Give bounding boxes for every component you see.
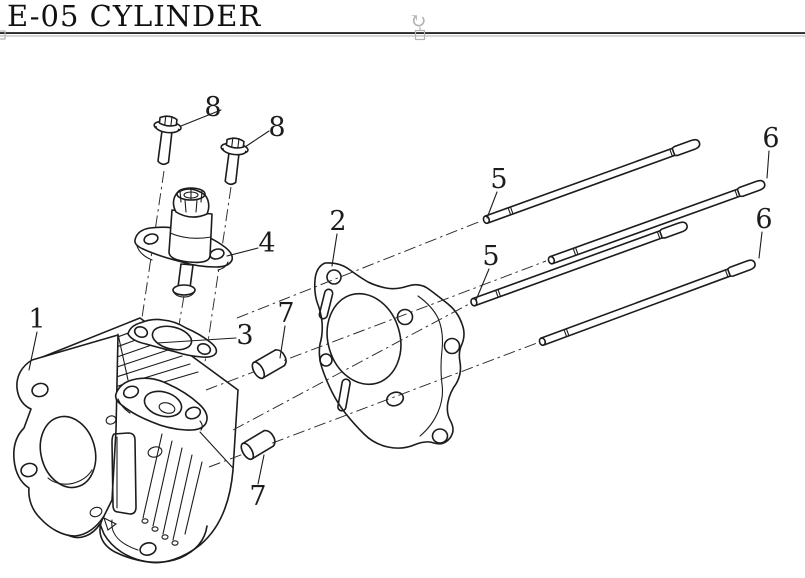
callout-7b: 7: [249, 481, 266, 512]
gasket3-hole-right: [196, 343, 212, 355]
face-hole-bottom-left: [20, 462, 38, 478]
tensioner-body: [168, 209, 213, 264]
gasket-outline: [313, 262, 465, 449]
title-rule-black: [0, 32, 805, 34]
flange-bolt-right: [220, 137, 249, 186]
title-rule-gray: [0, 35, 805, 37]
stud-bottom-left: [470, 220, 689, 307]
cylinder-front-face: [13, 334, 119, 537]
page-title: E-05 CYLINDER: [7, 0, 261, 33]
cylinder-head-gasket: [313, 262, 465, 449]
pin-end-face: [251, 361, 266, 380]
bolt-washer-edge: [222, 147, 247, 156]
tensioner-stem: [172, 263, 196, 298]
callout-6b: 6: [755, 204, 772, 235]
handle-square-left-icon: [0, 30, 6, 40]
gasket-hole-bottom-right: [431, 428, 449, 444]
bolt-shank: [224, 151, 240, 186]
gasket-hole-mid-left: [319, 353, 333, 367]
tensioner-crown: [172, 187, 210, 218]
tensioner-flange-hole-left: [143, 233, 159, 245]
gasket-hole-right: [443, 337, 461, 355]
boss-hole-left: [122, 385, 140, 399]
tensioner-gasket: [127, 318, 218, 358]
bolt-hex-head: [225, 137, 245, 149]
callout-numbers: 1 2 3 4 5 5 6 6 7 7 8 8: [28, 92, 779, 512]
dowel-pin-upper: [251, 349, 287, 380]
rotate-icon: ↻: [409, 9, 427, 33]
bore-inner-edge: [47, 469, 93, 485]
deck-edge: [117, 333, 129, 381]
stud-centerlines: [205, 220, 547, 468]
gasket-hole-bottom-center: [385, 391, 405, 407]
callout-7a: 7: [277, 298, 294, 329]
bolt-hex-head: [158, 115, 178, 127]
stud-top-right: [547, 179, 767, 265]
callout-4: 4: [258, 228, 275, 259]
cam-chain-tensioner: [134, 187, 234, 298]
boss-chain-opening: [143, 390, 183, 418]
cylinder-block: [13, 317, 239, 564]
cylinder-bottom-flange: [99, 515, 208, 564]
face-hole-top-left: [31, 382, 49, 398]
cylinder-side-fins: [141, 433, 203, 546]
callout-2: 2: [329, 206, 346, 237]
rotate-annotation-icon: ↻: [0, 9, 427, 41]
bolt-washer-edge: [155, 125, 180, 134]
bolt-shank: [157, 129, 173, 166]
callout-5b: 5: [482, 241, 499, 272]
deck-edge-2: [199, 431, 234, 469]
callout-8b: 8: [268, 112, 285, 143]
callout-3: 3: [236, 320, 253, 351]
gasket-hole-top-left: [326, 269, 342, 285]
tensioner-boss: [114, 377, 208, 431]
face-hole-right: [105, 415, 117, 425]
gasket-bore: [326, 292, 402, 386]
callout-5a: 5: [490, 164, 507, 195]
gasket-inner-step: [417, 295, 444, 437]
gasket-slot-upper: [318, 288, 334, 320]
face-hole-small: [89, 506, 103, 518]
callout-leaders: [28, 109, 770, 485]
handle-square-icon: [414, 29, 426, 41]
gasket3-center-opening: [151, 325, 193, 351]
stud-top-left: [482, 138, 701, 225]
cam-chain-window: [103, 432, 137, 531]
boss-hole-right: [184, 406, 202, 420]
callout-8a: 8: [204, 92, 221, 123]
flange-bolt-left: [153, 115, 182, 166]
gasket3-hole-left: [133, 326, 149, 338]
callout-6a: 6: [762, 123, 779, 154]
pin-end-face: [240, 442, 255, 461]
stud-bottom-right: [538, 258, 757, 347]
flange-bolt-hole: [139, 542, 157, 556]
cylinder-bore: [39, 415, 97, 489]
dowel-pin-lower: [240, 429, 276, 461]
gasket-slot-lower: [337, 378, 351, 412]
callout-1: 1: [28, 304, 45, 335]
